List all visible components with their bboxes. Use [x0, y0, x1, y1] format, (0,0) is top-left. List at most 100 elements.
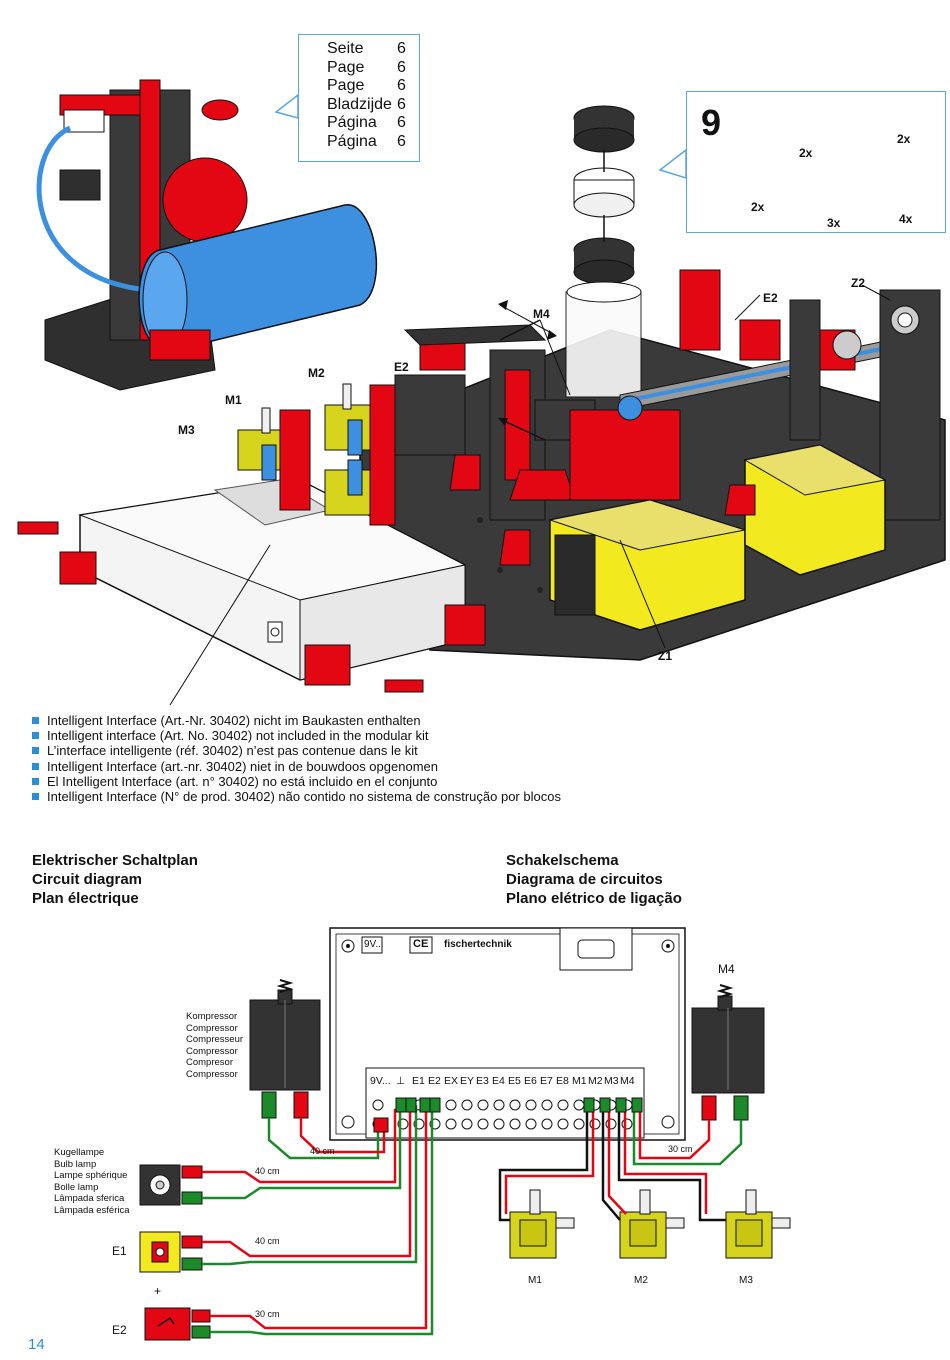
terminal-9v: 9V... — [370, 1075, 391, 1087]
plus-sign: + — [154, 1284, 162, 1298]
sorting-bins — [548, 444, 887, 649]
part-qty: 3x — [827, 216, 841, 230]
bullet-icon — [32, 777, 39, 785]
page-ref-number: 6 — [397, 95, 406, 113]
parts-list-box: 9 2x 2x 2x 3x 4x — [686, 91, 946, 233]
part-qty: 4x — [899, 212, 913, 226]
cable-length-lamp: 40 cm — [255, 1166, 280, 1176]
gantry — [394, 319, 681, 521]
m4-valve-symbol — [691, 984, 765, 1121]
terminal-socket — [461, 1099, 473, 1111]
step-number: 9 — [701, 102, 722, 143]
heading-de: Elektrischer Schaltplan — [32, 852, 198, 869]
terminal-socket — [509, 1099, 521, 1111]
compressor-label-line: Compresor — [186, 1057, 233, 1069]
parts-callout-pointer — [658, 148, 687, 180]
terminal-label: M1 — [572, 1075, 587, 1087]
circuit-label-e1: E1 — [112, 1244, 127, 1258]
power-label: 9V... — [364, 939, 384, 950]
heading-right: Schakelschema Diagrama de circuitos Plan… — [506, 851, 682, 908]
page-ref-number: 6 — [397, 40, 406, 57]
terminal-label: E4 — [492, 1075, 505, 1087]
heading-nl: Schakelschema — [506, 852, 619, 869]
valve-group — [237, 383, 396, 526]
heading-es: Diagrama de circuitos — [506, 871, 663, 888]
page-ref-number: 6 — [397, 58, 406, 76]
terminal-socket — [573, 1099, 585, 1111]
heading-left: Elektrischer Schaltplan Circuit diagram … — [32, 851, 198, 908]
note-text: Intelligent Interface (Art.-Nr. 30402) n… — [47, 713, 421, 728]
note-text: Intelligent Interface (N° de prod. 30402… — [47, 789, 561, 805]
terminal-socket — [493, 1118, 505, 1130]
terminal-label: ⊥ — [396, 1075, 406, 1087]
lamp-symbol — [139, 1164, 203, 1206]
terminal-label: E7 — [540, 1075, 553, 1087]
circuit-label-v2: M2 — [634, 1275, 648, 1286]
terminal-socket — [493, 1099, 505, 1111]
note-item: Intelligent Interface (art.-nr. 30402) n… — [32, 759, 652, 774]
page-ref-label: Page — [327, 58, 365, 76]
terminal-label: EY — [460, 1075, 475, 1087]
compressor-label-line: Compresseur — [186, 1034, 244, 1046]
e1-sensor-symbol — [139, 1231, 203, 1273]
terminal-label: EX — [444, 1075, 459, 1087]
cable-length-m4: 30 cm — [668, 1144, 693, 1154]
terminal-label: E5 — [508, 1075, 521, 1087]
label-m4: M4 — [533, 307, 550, 321]
page-ref-label: Página — [327, 132, 377, 150]
terminal-label: E2 — [428, 1075, 441, 1087]
note-text: L’interface intelligente (réf. 30402) n’… — [47, 743, 418, 759]
bullet-icon — [32, 747, 39, 755]
page-ref-number: 6 — [397, 114, 406, 131]
compressor-label-line: Kompressor — [186, 1011, 238, 1022]
ce-mark: CE — [413, 938, 429, 950]
heading-pt: Plano elétrico de ligação — [506, 890, 682, 907]
label-z1: Z1 — [658, 649, 673, 663]
parts-stack — [565, 105, 642, 398]
heading-en: Circuit diagram — [32, 871, 143, 888]
e2-switch-symbol — [144, 1307, 211, 1341]
terminal-socket — [621, 1118, 633, 1130]
label-leaders — [539, 284, 891, 396]
terminal-socket — [509, 1118, 521, 1130]
label-m1: M1 — [225, 393, 242, 407]
plugs — [373, 1097, 643, 1133]
note-text: El Intelligent Interface (art. n° 30402)… — [47, 773, 438, 789]
note-item: Intelligent interface (Art. No. 30402) n… — [32, 728, 652, 743]
terminal-label: E8 — [556, 1075, 569, 1087]
terminal-label: E1 — [412, 1075, 425, 1087]
lamp-label-line: Lâmpada sferica — [54, 1193, 125, 1205]
circuit-label-v1: M1 — [528, 1275, 542, 1286]
terminal-label: E3 — [476, 1075, 489, 1087]
note-item: L’interface intelligente (réf. 30402) n’… — [32, 743, 652, 758]
page-number: 14 — [28, 1336, 45, 1353]
lamp-label-line: Lâmpada esférica — [54, 1204, 130, 1216]
interface-notes: Intelligent Interface (Art.-Nr. 30402) n… — [32, 713, 652, 804]
bullet-icon — [32, 717, 39, 724]
terminal-socket — [445, 1099, 457, 1111]
terminal-socket — [541, 1099, 553, 1111]
terminal-socket — [557, 1118, 569, 1130]
page-ref-label: Bladzijde — [327, 95, 392, 113]
page-ref-label: Page — [327, 77, 365, 94]
heading-fr: Plan électrique — [32, 890, 139, 907]
terminal-label: M2 — [588, 1075, 603, 1087]
terminal-socket — [573, 1118, 585, 1130]
compressor-label-line: Compressor — [186, 1045, 238, 1057]
cables — [202, 1103, 743, 1336]
label-m2: M2 — [308, 366, 325, 380]
terminal-socket — [525, 1118, 537, 1130]
terminal-socket — [461, 1118, 473, 1130]
terminal-socket — [445, 1118, 457, 1130]
lamp-label-line: Bolle lamp — [54, 1181, 99, 1193]
loose-red-parts — [17, 454, 756, 693]
page-ref-label: Seite — [327, 40, 364, 57]
terminal-socket — [605, 1118, 617, 1130]
terminal-label: E6 — [524, 1075, 537, 1087]
terminal-socket — [477, 1099, 489, 1111]
label-e2: E2 — [394, 360, 409, 374]
